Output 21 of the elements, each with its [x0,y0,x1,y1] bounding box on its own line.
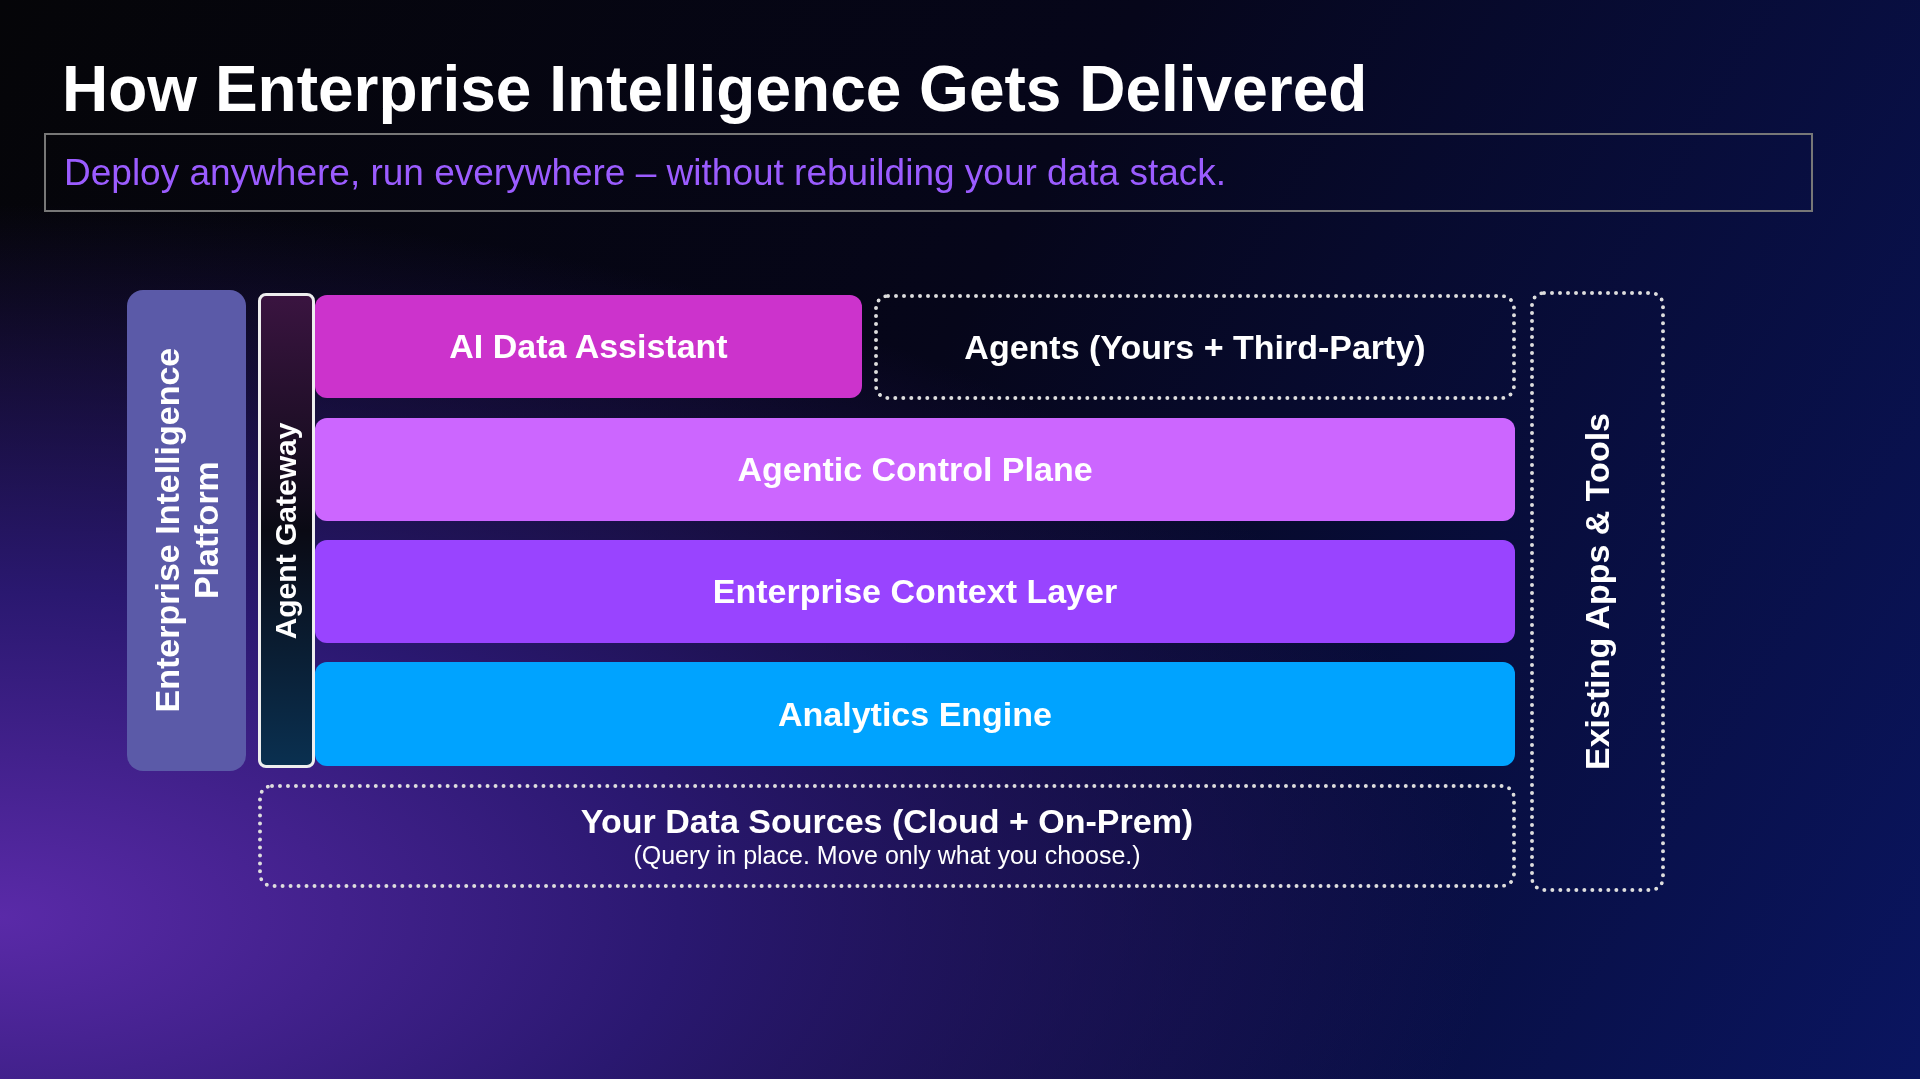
layer-bar [315,662,1515,766]
layer-label: Enterprise Context Layer [712,572,1118,611]
title: How Enterprise Intelligence Gets Delivered [62,52,1368,126]
platform-band [127,290,246,771]
layer-bar [315,540,1515,643]
layer-bar [315,295,862,398]
layer-label: Enterprise Intelligence Platform [147,347,226,715]
layer-bar [315,418,1515,521]
layer-label: Agents (Yours + Third-Party) [964,327,1426,367]
layer-label: Agentic Control Plane [737,450,1093,489]
layer-label: Existing Apps & Tools [1578,413,1617,770]
subtitle-text: Deploy anywhere, run everywhere – without rebuilding your data stack. [44,133,1813,212]
note-text: (Query in place. Move only what you choose.) [633,841,1141,870]
apps-region [1530,291,1665,892]
data-sources-region [258,784,1516,888]
layer-label: Agent Gateway [269,422,304,639]
agents-region [874,294,1516,400]
gateway-band [258,293,315,768]
layer-label: AI Data Assistant [449,327,728,366]
layer-label: Your Data Sources (Cloud + On-Prem) [580,802,1194,841]
layer-label: Analytics Engine [778,694,1052,734]
